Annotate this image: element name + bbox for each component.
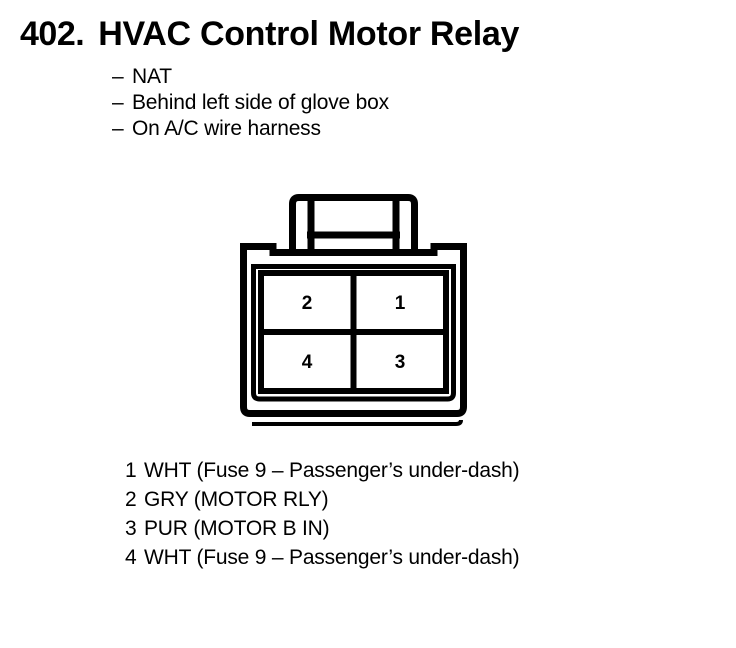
pin-legend-number: 3 (125, 517, 137, 540)
latch-tab-outline (289, 194, 418, 250)
note-item-label: NAT (132, 65, 172, 88)
pin-label-3: 3 (395, 352, 406, 373)
pin-legend-row: 1 WHT (Fuse 9 – Passenger’s under-dash) (125, 456, 520, 485)
connector-base-line (252, 419, 463, 426)
page-title: 402. HVAC Control Motor Relay (20, 15, 519, 54)
connector-diagram: 2 1 4 3 (228, 188, 488, 428)
pin-label-2: 2 (302, 293, 313, 314)
note-item: –Behind left side of glove box (112, 90, 389, 116)
pin-legend-text: WHT (Fuse 9 – Passenger’s under-dash) (144, 459, 520, 482)
pin-legend-row: 2 GRY (MOTOR RLY) (125, 485, 519, 514)
note-dash-icon: – (112, 117, 124, 140)
pin-label-1: 1 (395, 293, 406, 314)
note-item-label: Behind left side of glove box (132, 91, 389, 114)
note-dash-icon: – (112, 91, 124, 114)
connector-shell-outline (240, 243, 467, 417)
pin-legend-number: 1 (125, 459, 137, 482)
page-title-text: HVAC Control Motor Relay (98, 15, 520, 53)
pin-legend-text: PUR (MOTOR B IN) (144, 517, 330, 540)
pin-label-4: 4 (302, 352, 313, 373)
component-notes-list: –NAT –Behind left side of glove box –On … (112, 64, 389, 142)
note-item-label: On A/C wire harness (132, 117, 321, 140)
pin-legend-row: 3 PUR (MOTOR B IN) (125, 514, 519, 543)
pin-legend-number: 4 (125, 546, 137, 569)
connector-inner-wall (251, 264, 456, 402)
note-item: –NAT (112, 64, 389, 90)
note-item: –On A/C wire harness (112, 116, 389, 142)
pin-legend-text: GRY (MOTOR RLY) (144, 488, 329, 511)
pin-legend-number: 2 (125, 488, 137, 511)
note-dash-icon: – (112, 65, 124, 88)
page-title-number: 402. (20, 15, 85, 53)
pin-legend-text: WHT (Fuse 9 – Passenger’s under-dash) (144, 546, 520, 569)
pin-legend-row: 4 WHT (Fuse 9 – Passenger’s under-dash) (125, 543, 520, 572)
